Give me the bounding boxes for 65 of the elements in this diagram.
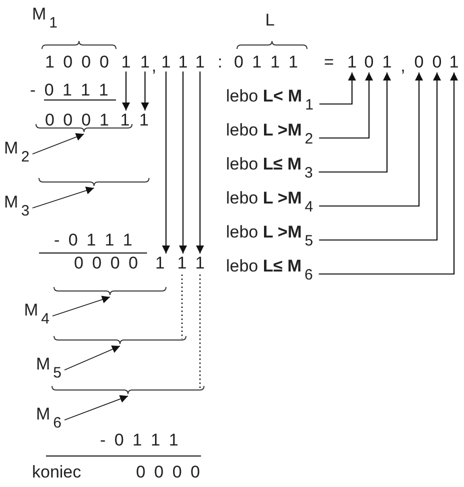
quotient-digit: 1 bbox=[449, 54, 459, 70]
arrow bbox=[141, 72, 149, 110]
colon-sign: : bbox=[218, 54, 222, 70]
segment-label: M$_{5}$ bbox=[36, 355, 62, 381]
leader-line bbox=[32, 133, 84, 154]
divisor-label: L bbox=[265, 12, 275, 28]
dotted-line bbox=[199, 274, 201, 389]
leader-line bbox=[64, 346, 120, 370]
dividend-digit: 1 bbox=[178, 54, 188, 70]
arrow bbox=[196, 72, 204, 254]
remainder-digits: 0 0 0 1 bbox=[45, 112, 109, 128]
segment-label: M$_{2}$ bbox=[4, 139, 30, 165]
remainder-digit: 1 bbox=[155, 254, 165, 272]
subtrahend-digits: - 0 1 1 1 bbox=[54, 232, 132, 248]
remainder-digit: 1 bbox=[120, 112, 130, 128]
leader-line bbox=[64, 395, 128, 420]
segment-label: M$_{6}$ bbox=[36, 405, 62, 431]
arrow bbox=[319, 72, 373, 139]
dividend-digits: 1 0 0 0 bbox=[45, 54, 109, 70]
condition-note: lebo L≤ M$_{6}$ bbox=[226, 257, 313, 283]
remainder-digits: 0 0 0 0 bbox=[74, 254, 138, 272]
arrow bbox=[122, 72, 130, 110]
arrow bbox=[162, 72, 170, 254]
condition-note: lebo L >M$_{4}$ bbox=[226, 189, 314, 215]
decimal-comma: , bbox=[152, 58, 156, 74]
condition-note: lebo L >M$_{5}$ bbox=[226, 223, 314, 249]
leader-line bbox=[52, 296, 110, 316]
dotted-line bbox=[181, 274, 183, 339]
decimal-comma: , bbox=[400, 58, 406, 74]
subtrahend-digits: - 0 1 1 1 bbox=[100, 432, 178, 448]
condition-note: lebo L >M$_{2}$ bbox=[226, 121, 314, 147]
segment-label: M$_{1}$ bbox=[32, 5, 58, 31]
brace bbox=[52, 386, 204, 394]
brace bbox=[54, 336, 186, 344]
leader-line bbox=[32, 186, 94, 208]
segment-label: M$_{4}$ bbox=[24, 301, 50, 327]
brace bbox=[54, 287, 166, 295]
remainder-digit: 1 bbox=[195, 254, 205, 272]
subtrahend-digits: - 0 1 1 1 bbox=[30, 82, 108, 98]
arrow bbox=[319, 72, 441, 241]
remainder-digits: 0 0 0 0 bbox=[136, 464, 200, 480]
segment-label: M$_{3}$ bbox=[4, 193, 30, 219]
quotient-digit: 1 bbox=[382, 54, 392, 70]
brace bbox=[36, 124, 132, 132]
arrow bbox=[319, 72, 423, 207]
remainder-digit: 1 bbox=[177, 254, 187, 272]
arrow bbox=[318, 72, 391, 173]
dividend-digit: 1 bbox=[140, 54, 150, 70]
condition-note: lebo L< M$_{1}$ bbox=[226, 87, 314, 113]
quotient-digit: 0 bbox=[364, 54, 374, 70]
quotient-digit: 1 bbox=[347, 54, 357, 70]
dividend-digit: 1 bbox=[195, 54, 205, 70]
equals-sign: = bbox=[324, 54, 334, 70]
quotient-digit: 0 bbox=[414, 54, 424, 70]
dividend-digit: 1 bbox=[121, 54, 131, 70]
condition-note: lebo L≤ M$_{3}$ bbox=[226, 155, 313, 181]
divisor-digits: 0 1 1 1 bbox=[234, 54, 298, 70]
arrow bbox=[179, 72, 187, 254]
dividend-digit: 1 bbox=[161, 54, 171, 70]
remainder-digit: 1 bbox=[139, 112, 149, 128]
end-label: koniec bbox=[32, 464, 82, 480]
arrow bbox=[319, 72, 356, 105]
arrow bbox=[318, 72, 458, 275]
quotient-digit: 0 bbox=[432, 54, 442, 70]
brace bbox=[39, 178, 149, 186]
